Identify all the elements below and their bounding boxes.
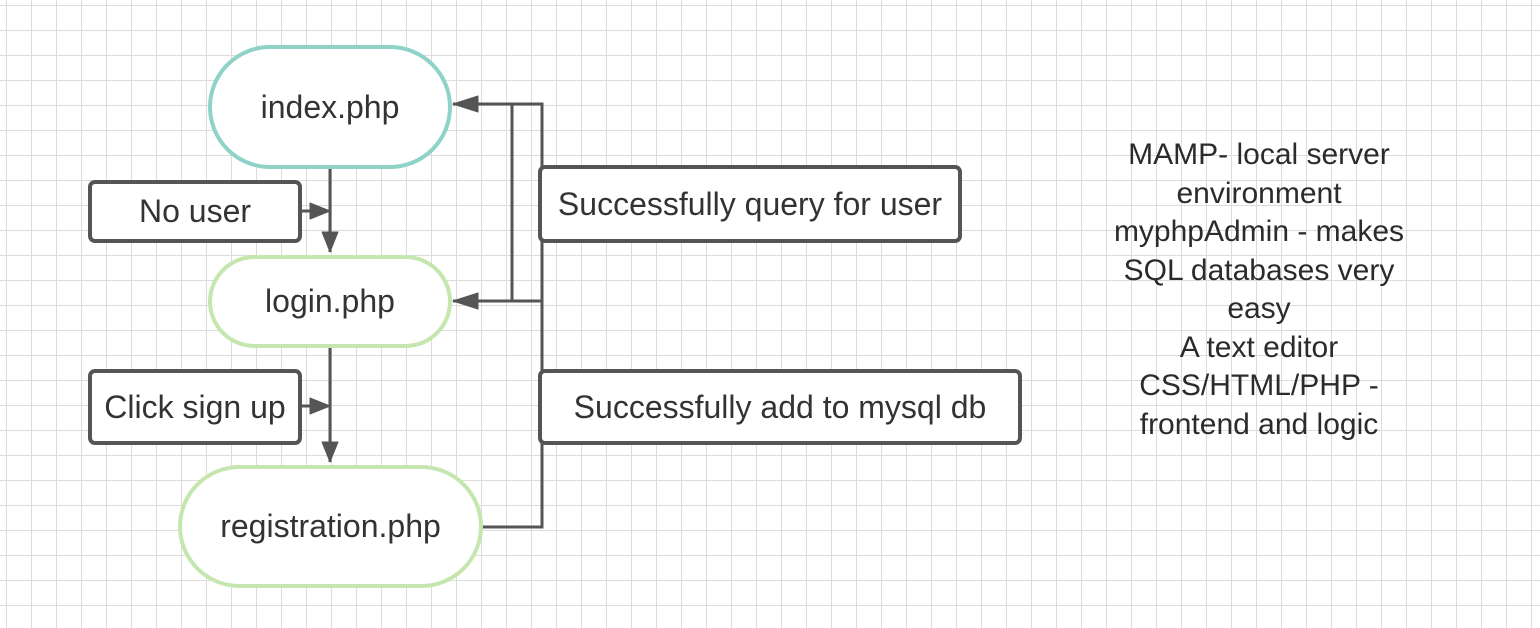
- label-click-sign-up-text: Click sign up: [104, 388, 286, 425]
- label-successfully-add-to-mysql-db[interactable]: Successfully add to mysql db: [538, 369, 1022, 445]
- notes-line: SQL databases very: [1123, 253, 1395, 287]
- arrowhead-click-sign-up: [309, 397, 331, 415]
- label-click-sign-up[interactable]: Click sign up: [88, 369, 302, 445]
- connector-registration-to-index: [459, 102, 544, 529]
- arrowhead-no-user: [309, 202, 331, 220]
- label-successfully-add-text: Successfully add to mysql db: [573, 388, 987, 425]
- label-successfully-query-text: Successfully query for user: [557, 185, 943, 222]
- node-login-php[interactable]: login.php: [208, 255, 452, 348]
- label-no-user[interactable]: No user: [88, 180, 302, 243]
- notes-line: easy: [1227, 292, 1291, 325]
- arrowhead-into-login: [321, 231, 339, 253]
- notes-text-block: MAMP- local server environment myphpAdmi…: [1094, 136, 1424, 444]
- label-successfully-query-for-user[interactable]: Successfully query for user: [538, 165, 962, 243]
- arrowhead-into-registration: [321, 441, 339, 463]
- notes-line: environment: [1176, 176, 1342, 210]
- node-registration-php[interactable]: registration.php: [178, 465, 483, 588]
- connector-login-to-index: [453, 102, 514, 303]
- notes-line: MAMP- local server: [1128, 138, 1390, 171]
- label-no-user-text: No user: [138, 193, 252, 229]
- notes-line: A text editor: [1179, 330, 1339, 364]
- notes-line: CSS/HTML/PHP -: [1139, 369, 1379, 402]
- node-registration-php-label: registration.php: [220, 508, 441, 544]
- node-index-php-label: index.php: [260, 88, 400, 125]
- notes-line: frontend and logic: [1139, 407, 1379, 441]
- arrowhead-into-index: [452, 95, 479, 113]
- node-index-php[interactable]: index.php: [208, 45, 452, 169]
- notes-line: myphpAdmin - makes: [1113, 215, 1405, 248]
- arrowhead-into-login-right: [452, 292, 479, 310]
- node-login-php-label: login.php: [265, 283, 395, 319]
